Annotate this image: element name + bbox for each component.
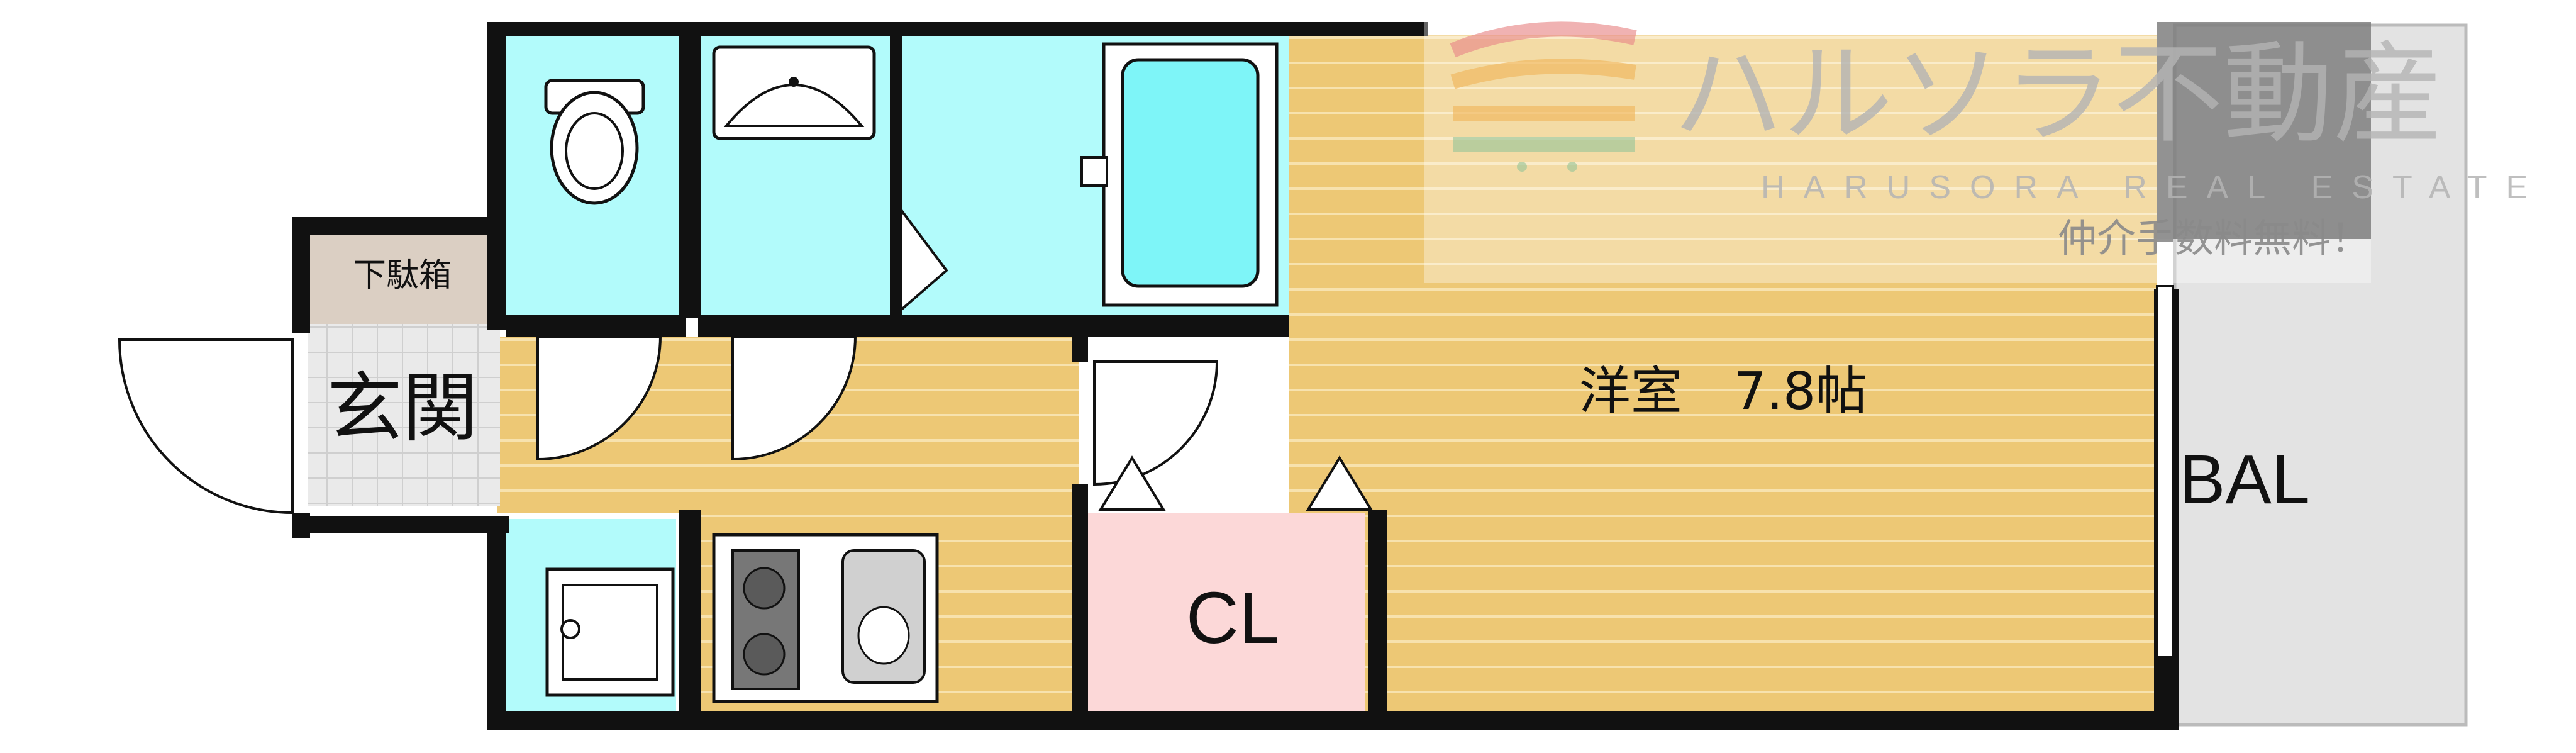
entrance-door — [118, 338, 294, 515]
entrance-label: 玄関 — [327, 365, 478, 452]
closet-doors — [1098, 455, 1374, 511]
western-room-floor — [1289, 35, 2157, 720]
watermark-tagline: 仲介手数料無料！ — [2058, 215, 2370, 261]
watermark-company-name: ハルソラ不動産 — [1673, 31, 2443, 159]
bathtub-fixture — [1080, 42, 1279, 307]
toilet-door — [536, 335, 662, 461]
closet-label: CL — [1186, 577, 1279, 659]
room-door — [1093, 360, 1219, 486]
toilet-fixture — [544, 79, 645, 205]
washroom-door — [731, 335, 857, 461]
shoe-box-area — [308, 233, 500, 324]
balcony-window — [2156, 285, 2174, 659]
walls — [292, 22, 2179, 730]
entrance-floor — [308, 324, 500, 506]
wash-basin-fixture — [712, 45, 876, 140]
logo-icon — [1450, 21, 1637, 172]
watermark-company-name-en: HARUSORA REAL ESTATE — [1761, 169, 2546, 206]
shoe-box-label: 下駄箱 — [353, 257, 452, 294]
washing-machine-fixture — [545, 567, 675, 697]
western-room-label: 洋室 7.8帖 — [1579, 362, 1867, 421]
closet-floor — [1085, 513, 1365, 720]
kitchen-counter-fixture — [712, 533, 939, 703]
balcony-label: BAL — [2179, 441, 2310, 518]
watermark-band-dark — [2157, 22, 2371, 239]
